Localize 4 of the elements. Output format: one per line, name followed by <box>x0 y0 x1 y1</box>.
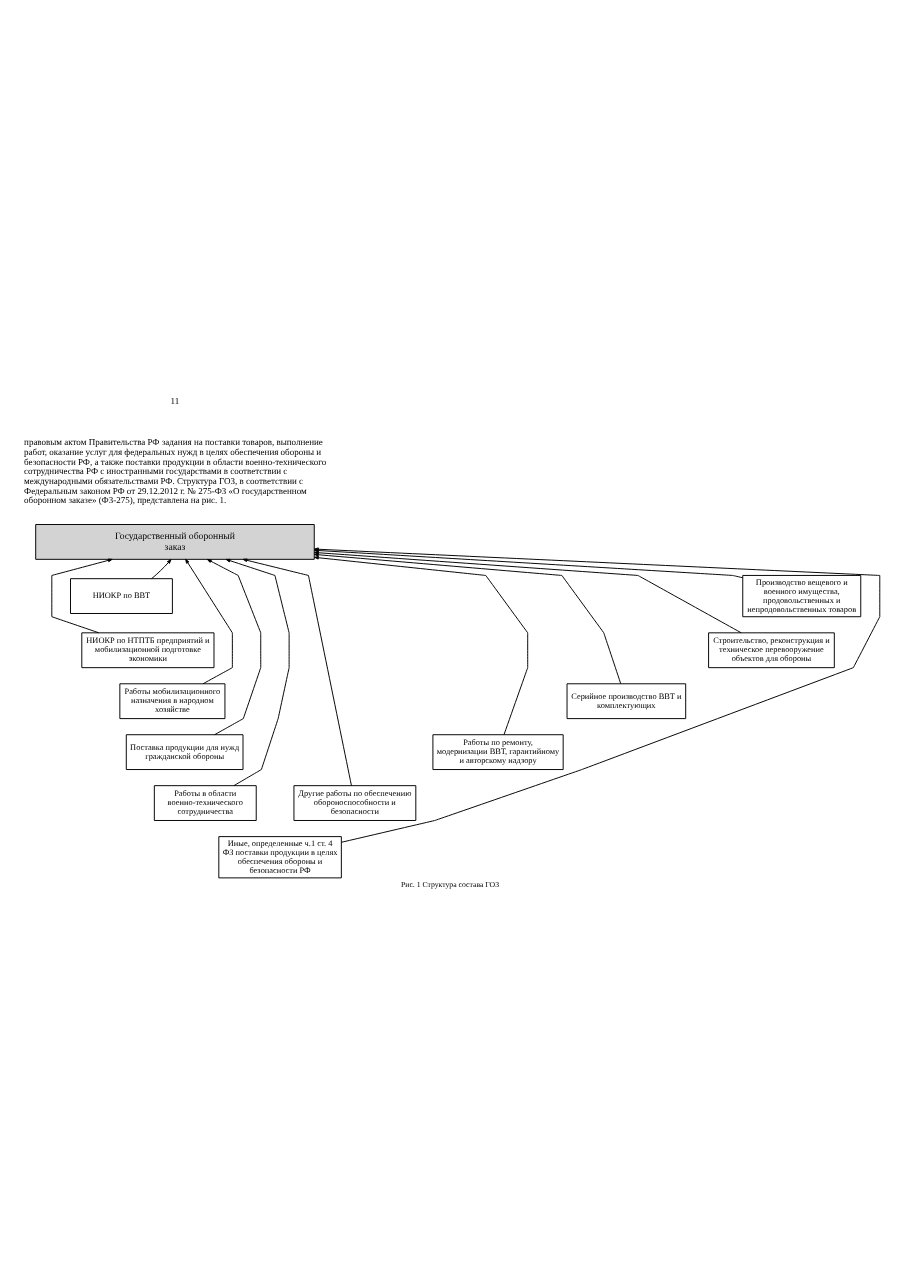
arrow <box>51 557 113 633</box>
arrow <box>151 558 172 579</box>
arrow <box>242 557 352 786</box>
arrow <box>314 554 529 734</box>
